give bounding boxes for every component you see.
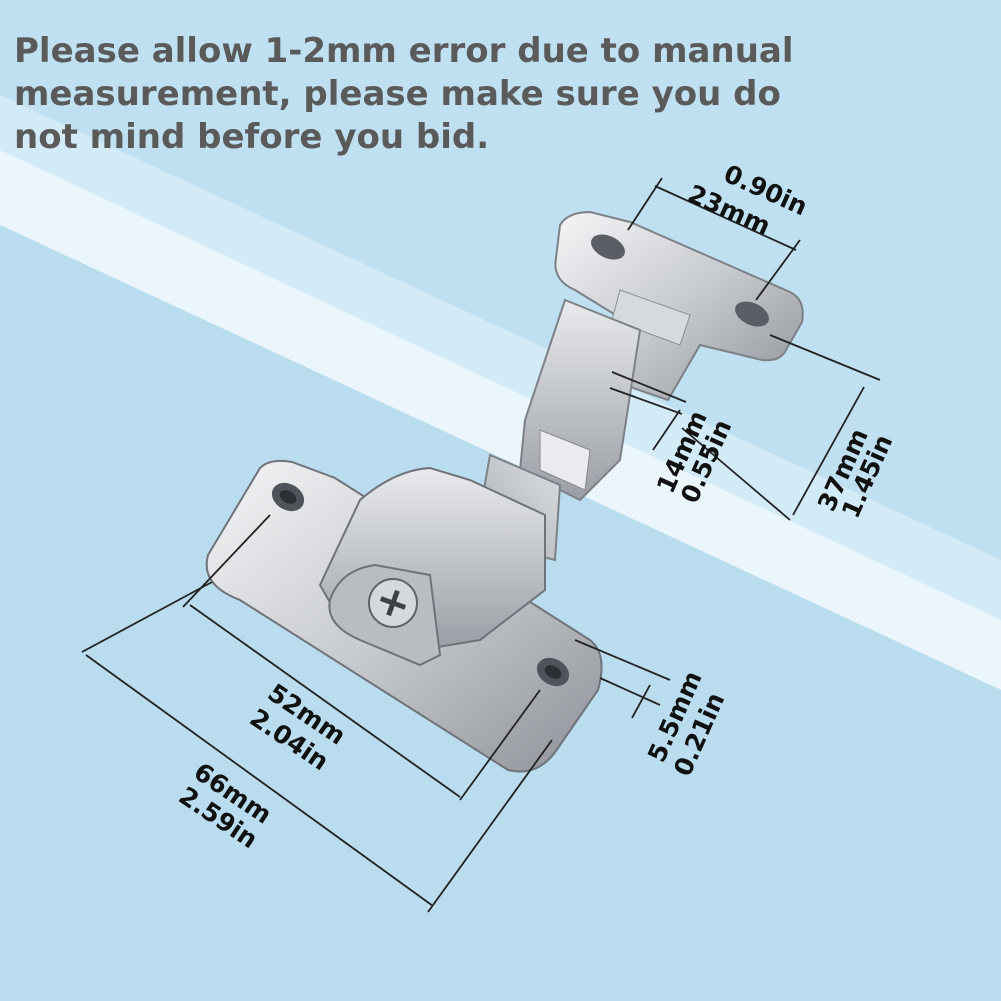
measurement-notice: Please allow 1-2mm error due to manual m… (14, 30, 794, 159)
notice-line-1: Please allow 1-2mm error due to manual (14, 31, 794, 71)
light-band (0, 150, 1001, 690)
notice-line-3: not mind before you bid. (14, 117, 490, 157)
dimension-lines (81, 177, 881, 913)
notice-line-2: measurement, please make sure you do (14, 74, 781, 114)
hinge-body (318, 466, 546, 667)
